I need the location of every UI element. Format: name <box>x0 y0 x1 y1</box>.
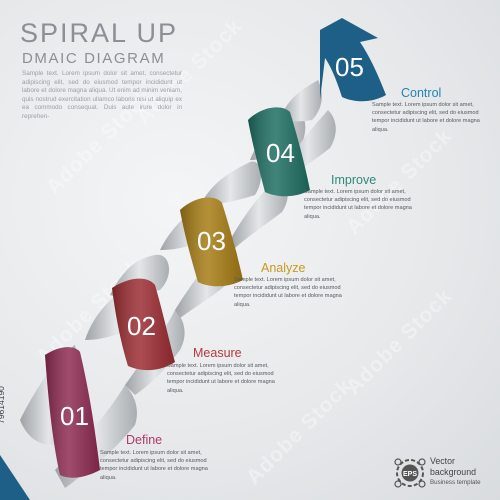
step-title-define: Define <box>126 433 163 447</box>
ribbon-back-twist <box>200 161 262 205</box>
eps-label: EPS <box>403 471 417 478</box>
diagram-subtitle: DMAIC DIAGRAM <box>22 50 166 67</box>
step-body-define: Sample text. Lorem ipsum dolor sit amet,… <box>100 450 208 481</box>
eps-badge: EPS Vector background Business template <box>392 456 492 492</box>
step-number-03: 03 <box>197 226 226 256</box>
step-body-control: Sample text. Lorem ipsum dolor sit amet,… <box>372 102 480 133</box>
step-title-measure: Measure <box>193 346 242 360</box>
eps-gear-icon: EPS <box>394 458 426 488</box>
segment-shine <box>112 278 175 371</box>
step-body-analyze: Sample text. Lorem ipsum dolor sit amet,… <box>234 277 342 308</box>
badge-line-1: Vector <box>430 456 455 466</box>
badge-line-3: Business template <box>430 479 481 486</box>
ribbon-segment-05 <box>320 18 386 102</box>
segment-shine <box>248 107 310 197</box>
step-number-01: 01 <box>60 401 89 431</box>
segment-shine <box>180 197 243 287</box>
step-body-improve: Sample text. Lorem ipsum dolor sit amet,… <box>304 189 412 220</box>
step-title-control: Control <box>401 86 442 100</box>
step-body-measure: Sample text. Lorem ipsum dolor sit amet,… <box>167 363 275 394</box>
segment-shine <box>45 347 100 478</box>
step-title-improve: Improve <box>331 173 377 187</box>
step-title-analyze: Analyze <box>261 261 306 275</box>
step-number-02: 02 <box>127 311 156 341</box>
intro-text: Sample text. Lorem ipsum dolor sit amet,… <box>22 70 182 120</box>
ribbon-back-twist <box>280 80 322 122</box>
step-number-04: 04 <box>266 138 295 168</box>
badge-line-2: background <box>430 467 476 477</box>
step-number-05: 05 <box>335 52 364 82</box>
stock-id: 79614190 <box>0 386 6 424</box>
diagram-title: SPIRAL UP <box>20 18 179 48</box>
ribbon-start-tail <box>0 455 30 500</box>
